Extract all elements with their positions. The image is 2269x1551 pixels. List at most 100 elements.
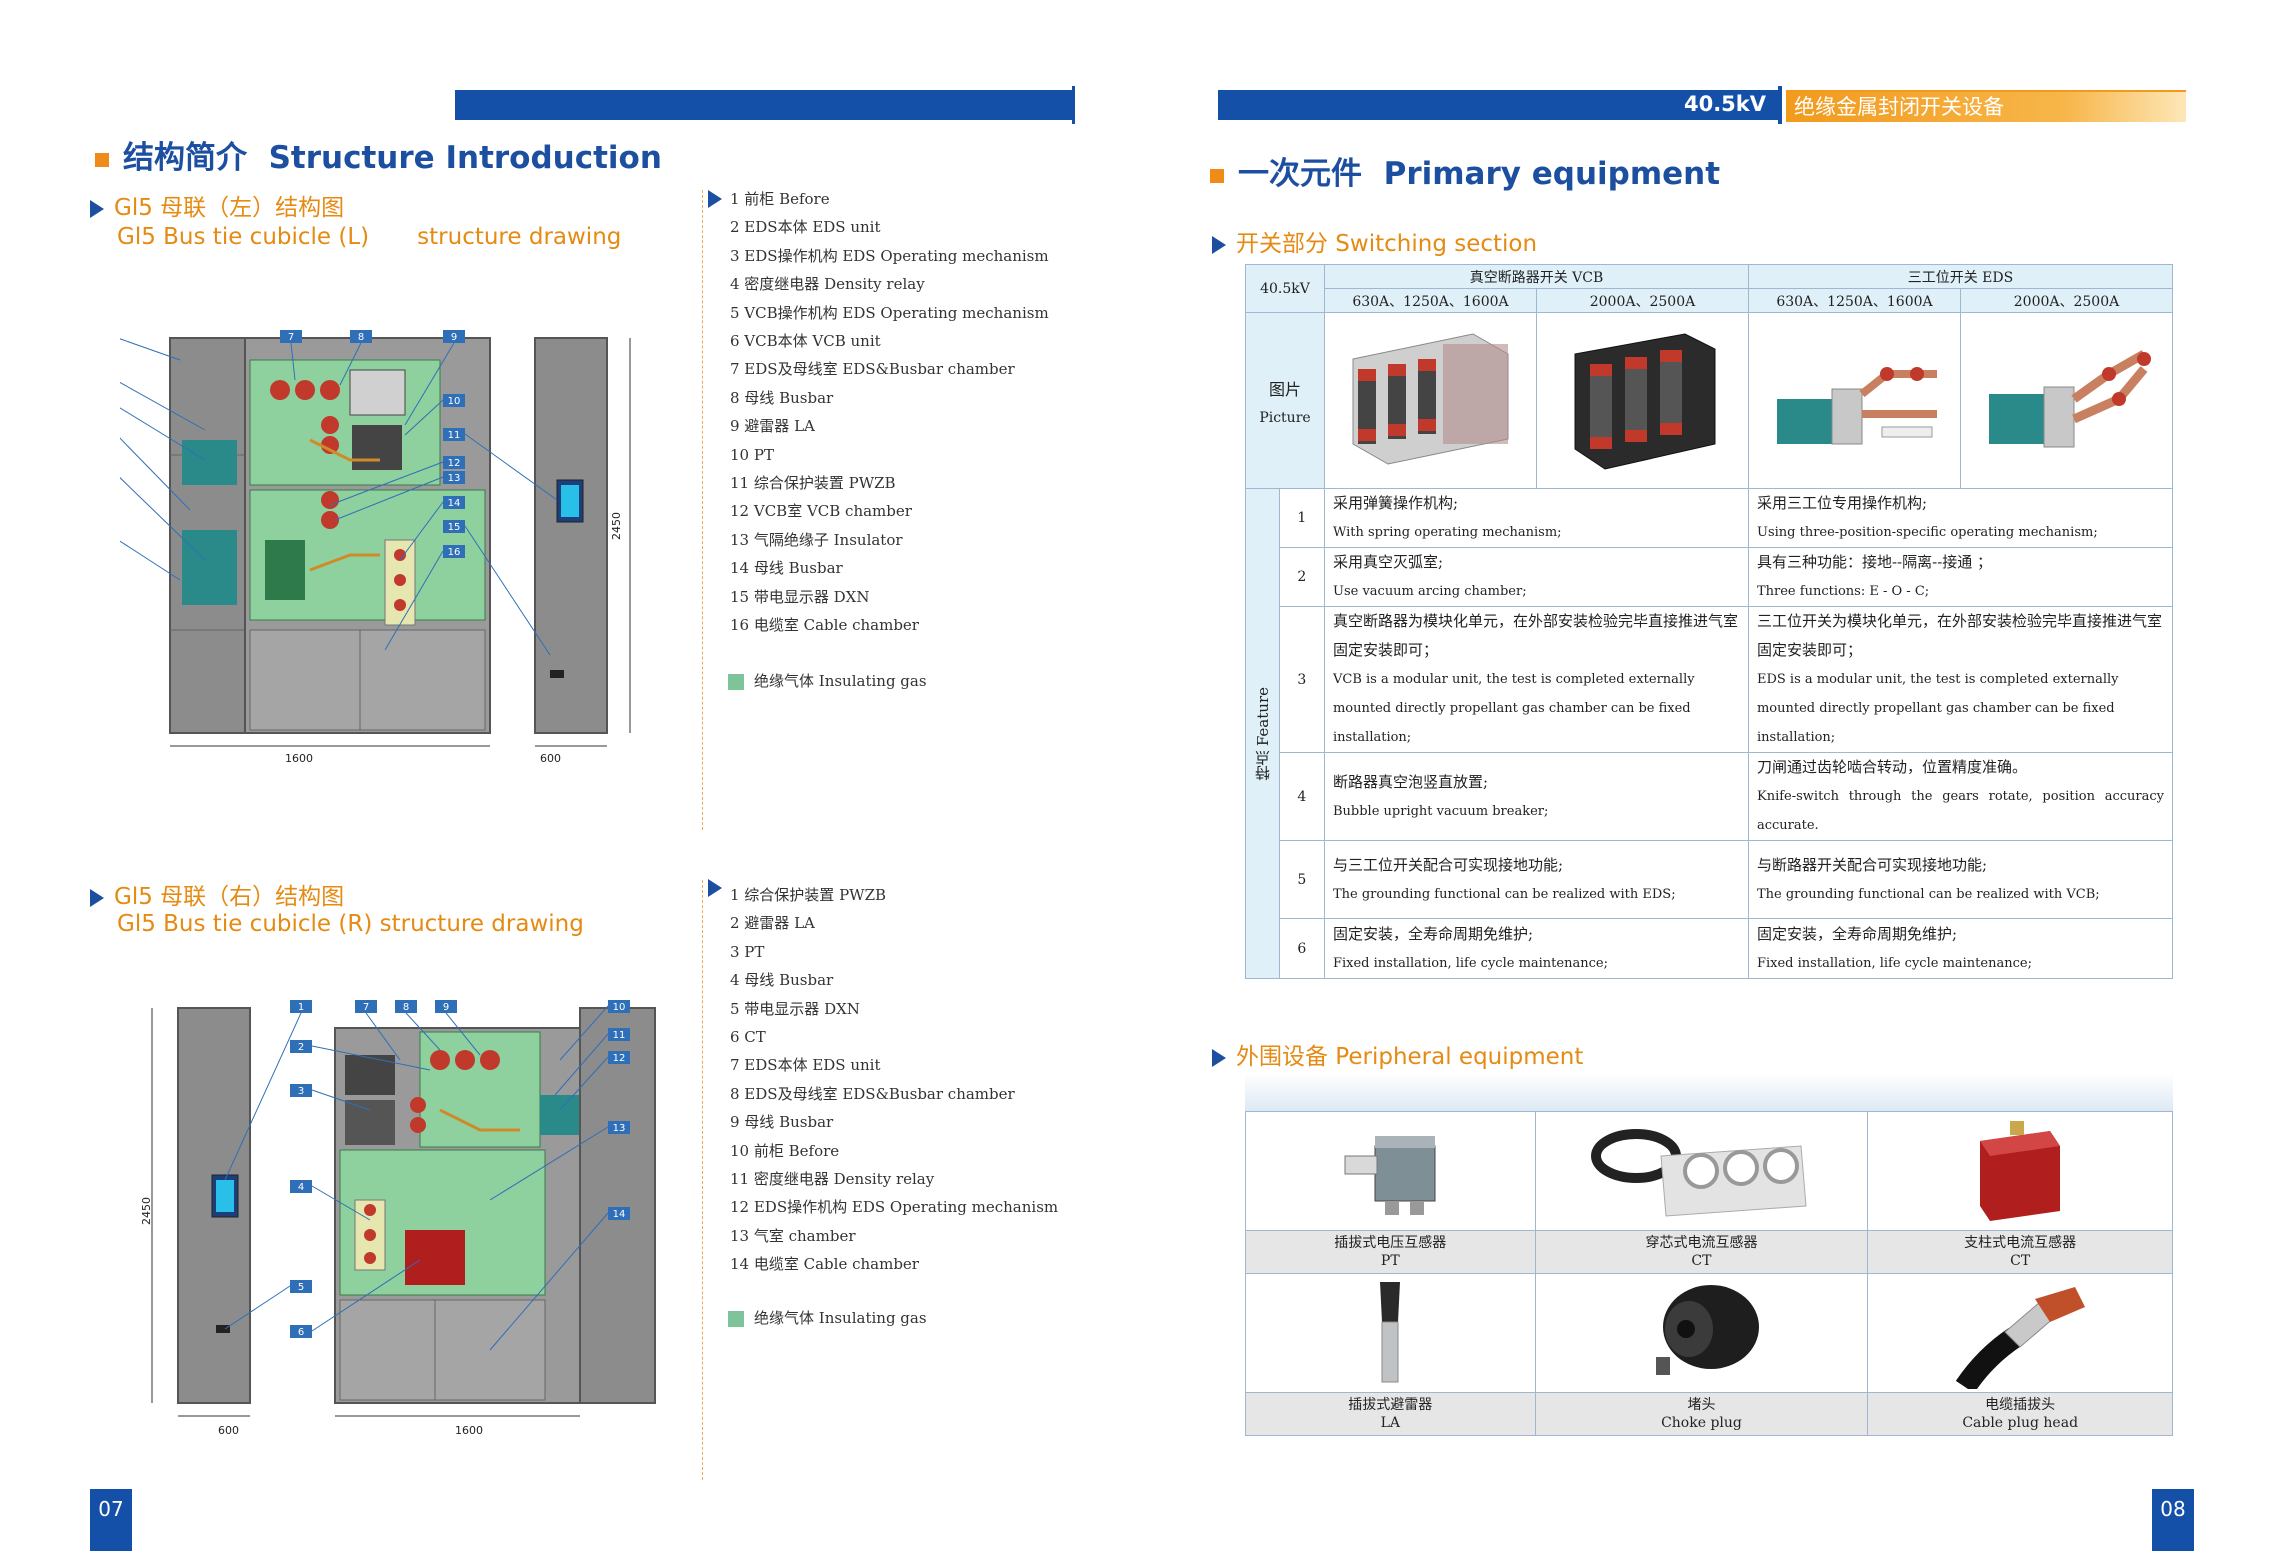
orange-square-icon <box>1210 168 1224 183</box>
svg-text:12: 12 <box>448 458 461 469</box>
gas-legend-r: 绝缘气体 Insulating gas <box>728 1307 927 1328</box>
picture-label: 图片 Picture <box>1245 312 1325 489</box>
list-item: 16 电缆室 Cable chamber <box>730 616 919 635</box>
svg-text:7: 7 <box>288 332 294 343</box>
rating-cell: 630A、1250A、1600A <box>1747 288 1961 313</box>
gas-legend-l: 绝缘气体 Insulating gas <box>728 670 927 691</box>
feature-number: 3 <box>1278 606 1325 753</box>
rating-cell: 630A、1250A、1600A <box>1323 288 1537 313</box>
eds-switch-large-icon <box>1988 349 2151 447</box>
legend-l-marker <box>708 188 732 208</box>
list-item: 10 前柜 Before <box>730 1141 840 1160</box>
header-divider <box>1778 86 1782 124</box>
feature-number: 5 <box>1278 840 1325 919</box>
post-ct-icon <box>1980 1121 2061 1221</box>
feature-number: 1 <box>1278 488 1325 548</box>
feature-eds: 具有三种功能：接地--隔离--接通 ；Three functions: E - … <box>1747 547 2174 607</box>
list-item: 1 前柜 Before <box>730 190 830 208</box>
list-item: 2 避雷器 LA <box>730 914 815 933</box>
page-number-left: 07 <box>90 1489 132 1551</box>
svg-text:16: 16 <box>448 547 461 558</box>
gas-swatch <box>728 674 744 690</box>
list-item: 8 EDS及母线室 EDS&Busbar chamber <box>730 1084 1015 1103</box>
right-header-bar: 40.5kV <box>1218 90 1778 120</box>
list-item: 7 EDS本体 EDS unit <box>730 1056 881 1075</box>
vcb-header: 真空断路器开关 VCB <box>1323 264 1749 289</box>
list-item: 4 母线 Busbar <box>730 971 834 990</box>
eds-switch-icon <box>1776 366 1937 444</box>
peripheral-title: 外围设备 Peripheral equipment <box>1212 1037 1583 1071</box>
feature-vcb: 采用弹簧操作机构;With spring operating mechanism… <box>1323 488 1749 548</box>
legend-l-divider <box>702 190 703 830</box>
feature-vcb: 真空断路器为模块化单元，在外部安装检验完毕直接推进气室固定安装即可；VCB is… <box>1323 606 1749 753</box>
svg-text:14: 14 <box>448 498 461 509</box>
triangle-bullet-icon <box>90 199 104 218</box>
peripheral-image-cell <box>1534 1273 1869 1393</box>
svg-text:15: 15 <box>448 522 461 533</box>
svg-text:1: 1 <box>298 1002 304 1013</box>
peripheral-image-cell <box>1245 1111 1536 1231</box>
list-item: 9 母线 Busbar <box>730 1113 834 1132</box>
svg-text:2: 2 <box>298 1042 304 1053</box>
feature-eds: 采用三工位专用操作机构;Using three-position-specifi… <box>1747 488 2174 548</box>
list-item: 5 带电显示器 DXN <box>730 999 860 1018</box>
peripheral-image-cell <box>1867 1273 2173 1394</box>
feature-vcb: 与三工位开关配合可实现接地功能;The grounding functional… <box>1323 840 1749 919</box>
svg-text:9: 9 <box>443 1002 449 1013</box>
rating-cell: 2000A、2500A <box>1959 288 2174 313</box>
svg-text:10: 10 <box>448 396 461 407</box>
triangle-bullet-icon <box>708 189 722 208</box>
eds-image-1 <box>1747 312 1961 489</box>
list-item: 13 气室 chamber <box>730 1226 856 1245</box>
eds-mechanism <box>182 440 237 485</box>
svg-text:13: 13 <box>448 473 461 484</box>
vcb-image-2 <box>1535 312 1749 489</box>
legend-r-divider <box>702 880 703 1480</box>
ring-ct-icon <box>1591 1129 1807 1217</box>
peripheral-top-band <box>1245 1073 2173 1111</box>
drawing-l-title: Gl5 母联（左）结构图 <box>90 188 344 222</box>
switching-title: 开关部分 Switching section <box>1212 224 1537 258</box>
list-item: 9 避雷器 LA <box>730 417 815 436</box>
list-item: 15 带电显示器 DXN <box>730 587 870 606</box>
drawing-l-dim-side: 600 <box>540 752 561 765</box>
list-item: 8 母线 Busbar <box>730 388 834 407</box>
feature-eds: 刀闸通过齿轮啮合转动，位置精度准确。Knife-switch through t… <box>1747 752 2174 841</box>
vcb-breaker-icon <box>1352 332 1509 465</box>
header-voltage: 40.5kV <box>1683 92 1766 116</box>
drawing-r-dim-height: 2450 <box>140 1197 153 1225</box>
pt-body <box>352 425 402 470</box>
peripheral-image-cell <box>1245 1273 1536 1393</box>
feature-eds: 与断路器开关配合可实现接地功能;The grounding functional… <box>1747 840 2174 919</box>
eds-mechanism <box>540 1095 580 1135</box>
triangle-bullet-icon <box>708 878 722 897</box>
orange-square-icon <box>95 152 109 167</box>
drawing-r-dim-side: 600 <box>218 1424 239 1437</box>
drawing-r-title: Gl5 母联（右）结构图 <box>90 877 344 911</box>
eds-header: 三工位开关 EDS <box>1747 264 2174 289</box>
pt-icon <box>1344 1136 1436 1215</box>
vcb-image-1 <box>1323 312 1537 489</box>
drawing-r-dim-width: 1600 <box>455 1424 483 1437</box>
legend-r-marker <box>708 877 732 897</box>
list-item: 6 CT <box>730 1028 766 1047</box>
triangle-bullet-icon <box>90 888 104 907</box>
cable-plug-icon <box>1956 1287 2086 1394</box>
svg-text:8: 8 <box>358 332 364 343</box>
list-item: 11 密度继电器 Density relay <box>730 1170 935 1189</box>
rating-cell: 2000A、2500A <box>1535 288 1749 313</box>
gas-swatch <box>728 1311 744 1327</box>
arrester-icon <box>1380 1282 1401 1383</box>
list-item: 5 VCB操作机构 EDS Operating mechanism <box>730 303 1049 322</box>
vcb-mechanism <box>182 530 237 605</box>
feature-number: 4 <box>1278 752 1325 841</box>
list-item: 12 EDS操作机构 EDS Operating mechanism <box>730 1198 1059 1217</box>
svg-text:4: 4 <box>298 1182 304 1193</box>
peripheral-image-cell <box>1534 1111 1869 1231</box>
legend-r-list: 1 综合保护装置 PWZB 2 避雷器 LA 3 PT 4 母线 Busbar … <box>730 881 1058 1279</box>
choke-plug-icon <box>1656 1285 1760 1375</box>
